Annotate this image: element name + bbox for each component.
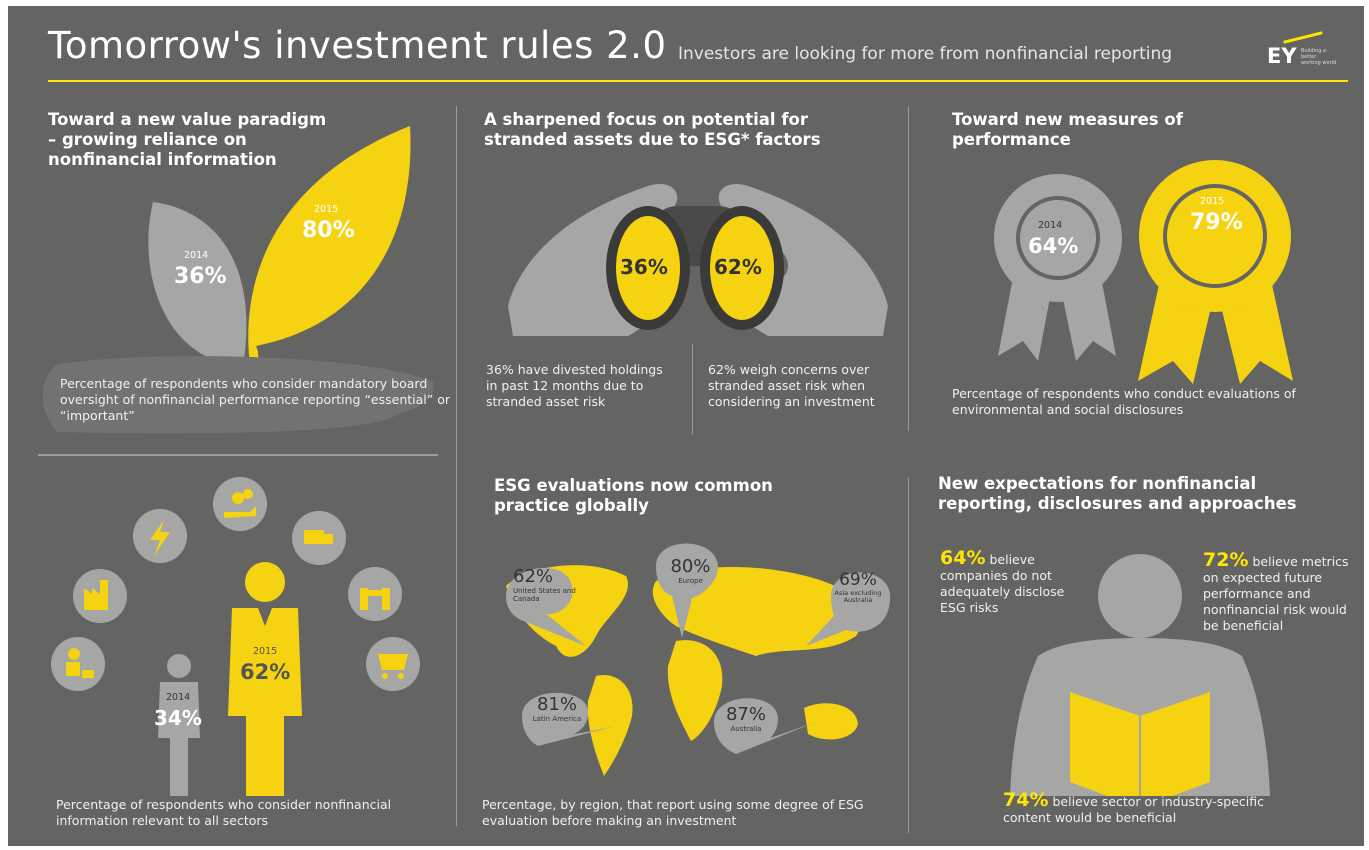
bubble-europe (656, 543, 718, 638)
rosette-2014-year: 2014 (1038, 220, 1063, 231)
stat-72-text: believe metrics on expected future perfo… (1203, 554, 1349, 633)
stat-74-text: believe sector or industry-specific cont… (1003, 794, 1265, 825)
hand-coins-icon (213, 477, 267, 531)
truck-icon (292, 511, 346, 565)
stranded-assets-heading: A sharpened focus on potential for stran… (484, 110, 821, 149)
binoculars-illustration (508, 184, 888, 336)
leaf-2015-value: 80% (302, 218, 355, 243)
leaf-2014-value: 36% (174, 264, 227, 289)
ribbons-illustration (994, 160, 1293, 384)
person-2014-figure (158, 654, 200, 796)
expectations-heading: New expectations for nonfinancial report… (938, 474, 1297, 513)
stat-64-value: 64% (940, 547, 986, 569)
stranded-left-caption: 36% have divested holdings in past 12 mo… (486, 362, 663, 409)
region-us-canada-label: United States and Canada (513, 587, 576, 603)
region-us-canada-value: 62% (513, 566, 554, 587)
person-2015-figure (228, 562, 302, 796)
south-america (587, 675, 633, 776)
africa (667, 640, 723, 741)
stranded-right-caption: 62% weigh concerns over stranded asset r… (708, 362, 875, 409)
region-australia-value: 87% (725, 704, 766, 725)
bubble-asia (806, 572, 891, 646)
sectors-illustration (51, 477, 420, 796)
row-divider (38, 454, 438, 456)
esg-global-caption: Percentage, by region, that report using… (482, 797, 864, 828)
person-2014-value: 34% (154, 706, 202, 730)
region-latin-america: 81% Latin America (524, 694, 590, 723)
ey-logo: EY Building a better working world (1263, 28, 1343, 68)
region-europe: 80% Europe (663, 556, 718, 585)
region-latin-america-value: 81% (536, 694, 577, 715)
column-divider-right-bottom (908, 478, 909, 833)
reader-head (1098, 554, 1182, 638)
region-australia: 87% Australia (716, 704, 776, 733)
lightning-icon (133, 509, 187, 563)
bubble-north-america (506, 567, 586, 646)
person-2015-year: 2015 (253, 646, 278, 657)
column-divider-right-top (908, 106, 909, 431)
leaf-2015-year: 2015 (314, 204, 339, 215)
page-title: Tomorrow's investment rules 2.0 (48, 24, 667, 67)
stat-64-block: 64% believe companies do not adequately … (940, 547, 1090, 616)
logo-text: EY (1267, 44, 1297, 68)
rosette-2015-year: 2015 (1200, 196, 1225, 207)
handshake-icon (348, 567, 402, 621)
region-asia: 69% Asia excluding Australia (834, 570, 882, 604)
world-map-illustration (506, 543, 891, 776)
region-latin-america-label: Latin America (532, 715, 582, 723)
stat-72-block: 72% believe metrics on expected future p… (1203, 549, 1351, 634)
left-lens (616, 216, 680, 320)
page-subtitle: Investors are looking for more from nonf… (678, 44, 1173, 64)
stat-72-value: 72% (1203, 549, 1249, 571)
measures-caption: Percentage of respondents who conduct ev… (952, 386, 1296, 417)
construction-worker-icon (51, 637, 105, 691)
value-paradigm-heading: Toward a new value paradigm – growing re… (48, 110, 327, 169)
leaf-2014 (148, 202, 247, 366)
caption-swoosh (43, 356, 434, 434)
leaf-2014-year: 2014 (184, 250, 209, 261)
rosette-2014-center (1020, 200, 1096, 276)
stranded-caption-divider (692, 344, 693, 434)
left-lens-value: 36% (620, 255, 668, 279)
leaves-illustration (43, 126, 434, 434)
esg-global-heading: ESG evaluations now common practice glob… (494, 476, 773, 515)
reader-illustration (1010, 554, 1270, 796)
shopping-cart-icon (366, 637, 420, 691)
region-asia-value: 69% (839, 570, 877, 590)
region-us-canada: 62% United States and Canada (513, 566, 583, 603)
leaf-2015 (248, 126, 411, 384)
measures-heading: Toward new measures of performance (952, 110, 1183, 149)
factory-icon (73, 569, 127, 623)
person-2014-year: 2014 (166, 692, 191, 703)
stat-74-block: 74% believe sector or industry-specific … (1003, 789, 1303, 826)
sectors-caption: Percentage of respondents who consider n… (56, 797, 392, 828)
rosette-2015-value: 79% (1190, 210, 1243, 235)
region-asia-label: Asia excluding Australia (834, 589, 882, 604)
column-divider-left (456, 106, 457, 826)
stat-64-text: believe companies do not adequately disc… (940, 552, 1065, 615)
logo-tagline: Building a better working world (1301, 48, 1337, 66)
rosette-2014-value: 64% (1028, 234, 1079, 258)
rosette-2015-center (1167, 188, 1263, 284)
region-europe-value: 80% (670, 556, 711, 577)
bubble-australia (714, 698, 816, 754)
region-europe-label: Europe (678, 577, 703, 585)
infographic: Tomorrow's investment rules 2.0 Investor… (8, 6, 1364, 846)
person-2015-value: 62% (240, 660, 291, 684)
header-rule (48, 80, 1348, 82)
right-lens-value: 62% (714, 255, 762, 279)
logo-beam (1283, 31, 1323, 44)
right-lens (710, 216, 774, 320)
australia-land (804, 703, 858, 740)
stat-74-value: 74% (1003, 789, 1049, 811)
bubble-latin-america (522, 692, 616, 746)
region-australia-label: Australia (730, 725, 762, 733)
value-paradigm-caption: Percentage of respondents who consider m… (60, 376, 450, 423)
